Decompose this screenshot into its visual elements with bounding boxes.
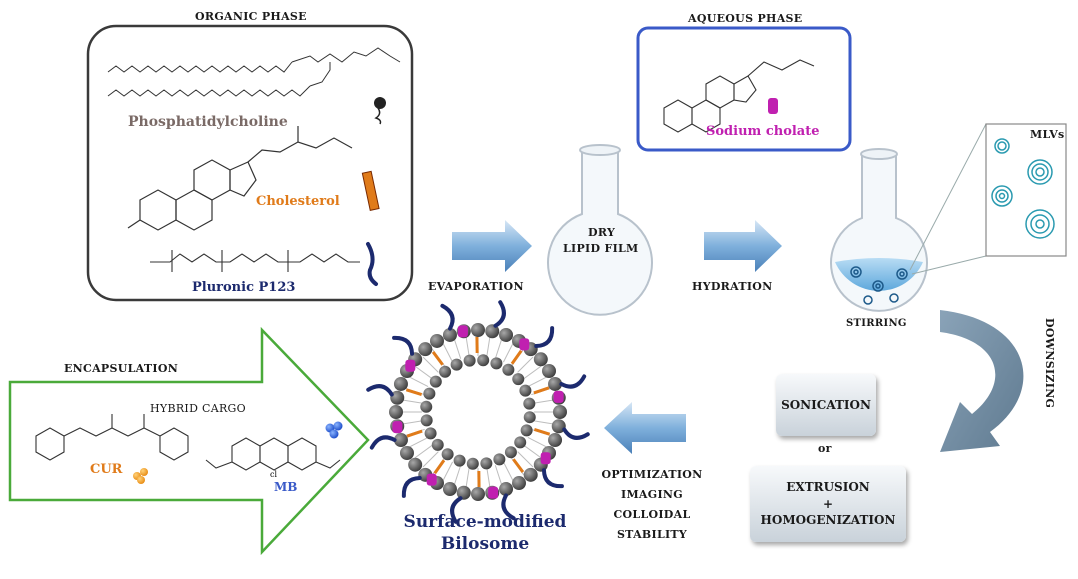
- homogenization-label: HOMOGENIZATION: [760, 513, 896, 528]
- imaging-label: IMAGING: [621, 488, 683, 501]
- cur-label: CUR: [90, 462, 123, 477]
- mb-label: MB: [274, 480, 298, 494]
- sodium-cholate-icon: [768, 98, 778, 114]
- bilosome-title-line2: Bilosome: [440, 534, 530, 554]
- hybrid-cargo-label: HYBRID CARGO: [150, 402, 246, 415]
- sodium-cholate-structure: [663, 59, 815, 133]
- sonication-box: SONICATION: [776, 374, 876, 436]
- bilosome-title-line1: Surface-modified: [403, 512, 567, 532]
- downsizing-arrow: [940, 310, 1024, 452]
- dry-flask-icon: [547, 144, 653, 316]
- methylene-blue-structure: [205, 437, 341, 471]
- lipid-film-label: LIPID FILM: [563, 242, 639, 255]
- encapsulation-arrow: [8, 326, 370, 556]
- pluronic-structure: [150, 250, 360, 272]
- stirring-label: STIRRING: [846, 318, 907, 329]
- extrusion-box: EXTRUSION + HOMOGENIZATION: [750, 466, 906, 542]
- aqueous-phase-title: AQUEOUS PHASE: [688, 12, 803, 25]
- or-label: or: [818, 442, 832, 455]
- organic-phase-title: ORGANIC PHASE: [195, 10, 307, 23]
- aqueous-phase-box: [636, 26, 852, 152]
- stability-label: STABILITY: [616, 528, 688, 541]
- encapsulation-label: ENCAPSULATION: [64, 362, 179, 375]
- sonication-label: SONICATION: [781, 397, 871, 412]
- stirring-flask-icon: [830, 148, 928, 312]
- organic-phase-box: [86, 24, 414, 302]
- dry-label: DRY: [588, 226, 616, 239]
- curcumin-structure: [35, 414, 189, 461]
- pluronic-label: Pluronic P123: [192, 280, 296, 295]
- bilosome-icon: [366, 300, 590, 524]
- cholesterol-icon: [361, 170, 380, 211]
- mlvs-icon: [991, 138, 1055, 239]
- hydration-label: HYDRATION: [692, 280, 773, 293]
- optimization-arrow: [604, 402, 686, 454]
- sodium-cholate-label: Sodium cholate: [706, 124, 820, 139]
- hydration-arrow: [704, 220, 782, 272]
- plus-label: +: [822, 496, 834, 511]
- curcumin-icon: [133, 468, 148, 484]
- extrusion-label: EXTRUSION: [786, 479, 870, 494]
- mlvs-label: MLVs: [1030, 128, 1065, 141]
- evaporation-arrow: [452, 220, 532, 272]
- cholesterol-structure: [127, 126, 353, 231]
- downsizing-label: DOWNSIZING: [1043, 318, 1056, 409]
- cl-label: cl: [270, 470, 278, 479]
- evaporation-label: EVAPORATION: [428, 280, 524, 293]
- phosphatidylcholine-structure: [107, 47, 401, 97]
- colloidal-label: COLLOIDAL: [613, 508, 691, 521]
- pluronic-icon: [366, 242, 378, 286]
- methylene-blue-icon: [325, 421, 343, 439]
- optimization-label: OPTIMIZATION: [601, 468, 703, 481]
- cholesterol-label: Cholesterol: [256, 194, 340, 209]
- phosphatidylcholine-label: Phosphatidylcholine: [128, 114, 288, 130]
- phosphatidylcholine-icon: [374, 97, 386, 109]
